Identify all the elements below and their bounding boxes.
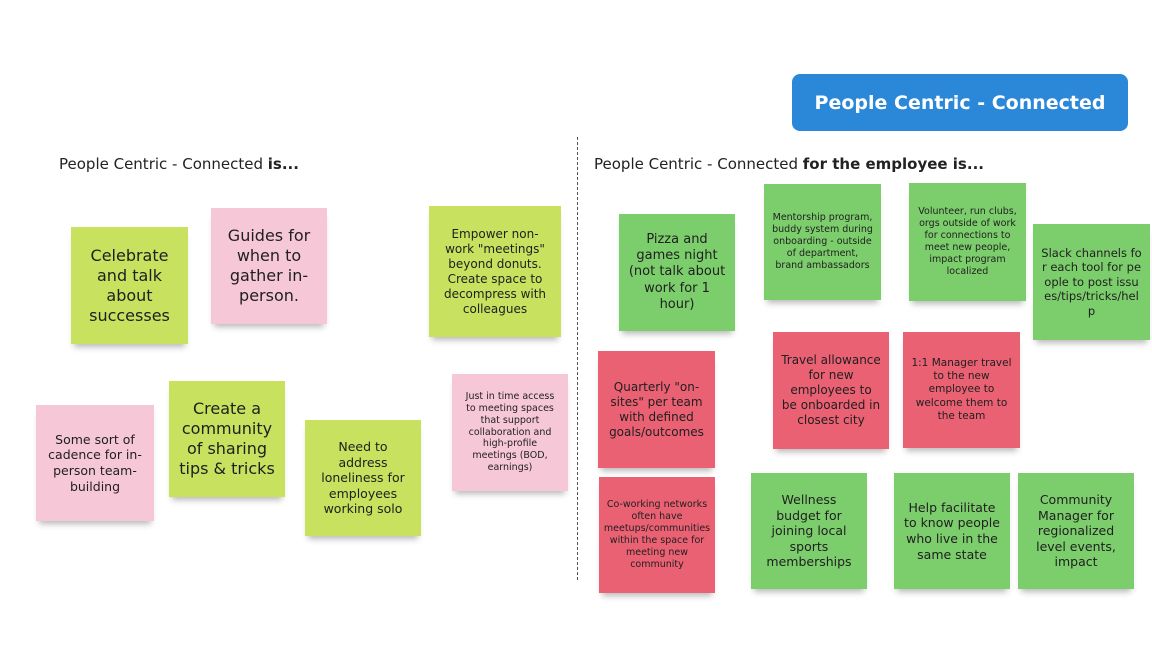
sticky-note[interactable]: Travel allowance for new employees to be… [773, 332, 889, 449]
sticky-note[interactable]: Mentorship program, buddy system during … [764, 184, 881, 300]
sticky-note[interactable]: 1:1 Manager travel to the new employee t… [903, 332, 1020, 448]
sticky-note[interactable]: Just in time access to meeting spaces th… [452, 374, 568, 491]
sticky-note[interactable]: Pizza and games night (not talk about wo… [619, 214, 735, 331]
sticky-note[interactable]: Create a community of sharing tips & tri… [169, 381, 285, 497]
left-heading-prefix: People Centric - Connected [59, 155, 268, 173]
sticky-note[interactable]: Wellness budget for joining local sports… [751, 473, 867, 589]
sticky-note[interactable]: Guides for when to gather in-person. [211, 208, 327, 324]
right-section-heading: People Centric - Connected for the emplo… [594, 155, 984, 173]
left-section-heading: People Centric - Connected is... [59, 155, 299, 173]
sticky-note[interactable]: Help facilitate to know people who live … [894, 473, 1010, 589]
sticky-note[interactable]: Empower non-work "meetings" beyond donut… [429, 206, 561, 337]
sticky-note[interactable]: Slack channels for each tool for people … [1033, 224, 1150, 340]
sticky-note[interactable]: Co-working networks often have meetups/c… [599, 477, 715, 593]
sticky-note[interactable]: Some sort of cadence for in-person team-… [36, 405, 154, 521]
sticky-note[interactable]: Community Manager for regionalized level… [1018, 473, 1134, 589]
sticky-note[interactable]: Quarterly "on-sites" per team with defin… [598, 351, 715, 468]
right-heading-prefix: People Centric - Connected [594, 155, 803, 173]
section-title[interactable]: People Centric - Connected [792, 74, 1128, 131]
sticky-note[interactable]: Volunteer, run clubs, orgs outside of wo… [909, 183, 1026, 301]
sticky-note[interactable]: Need to address loneliness for employees… [305, 420, 421, 536]
right-heading-bold: for the employee is... [802, 155, 984, 173]
left-heading-bold: is... [267, 155, 299, 173]
section-divider [577, 137, 578, 580]
sticky-note[interactable]: Celebrate and talk about successes [71, 227, 188, 344]
